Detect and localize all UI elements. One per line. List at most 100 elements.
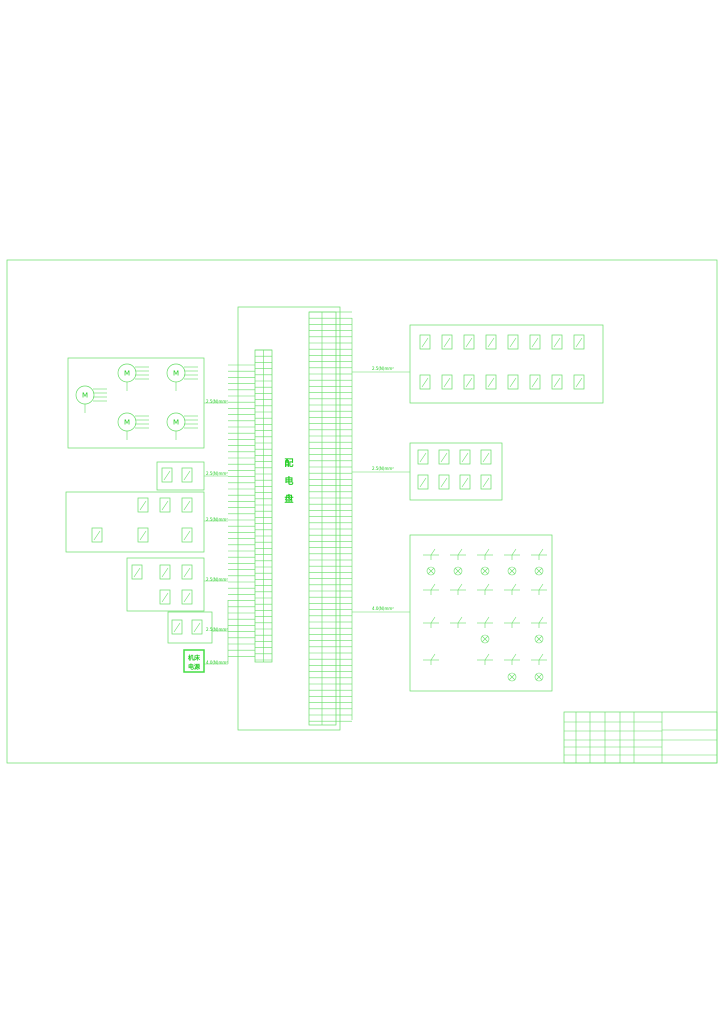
switch-symbol	[159, 564, 171, 580]
switch-panel	[126, 557, 205, 612]
lamp-symbol	[453, 566, 463, 576]
switch-blade	[465, 377, 473, 388]
switch-blade	[461, 477, 469, 488]
switch-blade	[487, 377, 495, 388]
switch-blade	[457, 548, 463, 556]
switch-blade	[419, 452, 427, 463]
switch-blade	[161, 592, 169, 603]
cable-label: 2.5(N)mm²	[206, 399, 228, 404]
switch-symbol	[131, 564, 143, 580]
cable-label: 4.0(N)mm²	[206, 660, 228, 665]
lamp-cross	[508, 673, 516, 681]
switch-blade	[443, 377, 451, 388]
switch-symbol	[438, 449, 450, 465]
switch-blade	[183, 470, 191, 481]
switch-symbol	[485, 374, 497, 390]
switch-panel	[167, 611, 213, 644]
switch-symbol	[438, 474, 450, 490]
switch-blade	[161, 500, 169, 511]
switch-blade	[553, 377, 561, 388]
switch-blade	[443, 337, 451, 348]
switch-blade	[461, 452, 469, 463]
switch-blade	[511, 583, 517, 591]
motor-letter: M	[173, 419, 179, 427]
switch-symbol	[507, 334, 519, 350]
switch-symbol	[551, 374, 563, 390]
device-panel	[409, 442, 503, 501]
switch-blade	[139, 500, 147, 511]
cable-label: 2.5(N)mm²	[206, 471, 228, 476]
switch-symbol	[181, 497, 193, 513]
switch-blade	[484, 616, 490, 624]
right-panels	[409, 324, 604, 692]
cable-label: 2.5(N)mm²	[372, 466, 394, 471]
lamp-symbol	[426, 566, 436, 576]
switch-blade	[430, 548, 436, 556]
lamp-symbol	[507, 672, 517, 682]
sheet-border	[6, 259, 718, 764]
sheet-frame	[6, 259, 718, 764]
switch-blade	[440, 477, 448, 488]
switch-blade	[538, 548, 544, 556]
board-outline	[237, 306, 341, 731]
switch-blade	[509, 377, 517, 388]
switch-blade	[531, 337, 539, 348]
switch-symbol	[181, 527, 193, 543]
switch-blade	[419, 477, 427, 488]
motor-letter: M	[124, 419, 130, 427]
switch-blade	[511, 616, 517, 624]
lamp-cross	[535, 673, 543, 681]
switch-symbol	[551, 334, 563, 350]
lamp-symbol	[507, 566, 517, 576]
power-label-2: 电源	[188, 663, 200, 671]
switch-blade	[575, 377, 583, 388]
machine-power-box	[183, 649, 205, 673]
lamp-symbol	[534, 672, 544, 682]
lamp-symbol	[534, 566, 544, 576]
switch-blade	[511, 548, 517, 556]
motor-letter: M	[173, 370, 179, 378]
switch-symbol	[181, 564, 193, 580]
switch-blade	[465, 337, 473, 348]
switch-symbol	[161, 467, 173, 483]
switch-symbol	[480, 474, 492, 490]
switch-blade	[487, 337, 495, 348]
switch-symbol	[137, 527, 149, 543]
switch-symbol	[191, 619, 203, 635]
switch-blade	[509, 337, 517, 348]
switch-blade	[457, 616, 463, 624]
switch-symbol	[485, 334, 497, 350]
switch-symbol	[181, 467, 193, 483]
switch-blade	[511, 653, 517, 661]
lamp-cross	[508, 567, 516, 575]
switch-symbol	[137, 497, 149, 513]
switch-blade	[575, 337, 583, 348]
cable-label: 4.0(N)mm²	[372, 606, 394, 611]
lamp-cross	[481, 567, 489, 575]
switch-blade	[93, 530, 101, 541]
switch-blade	[430, 616, 436, 624]
switch-symbol	[419, 374, 431, 390]
switch-panel	[65, 491, 205, 553]
switch-blade	[482, 452, 490, 463]
cable-label: 2.5(N)mm²	[206, 517, 228, 522]
title-block	[563, 711, 718, 764]
lamp-cross	[535, 567, 543, 575]
switch-blade	[183, 592, 191, 603]
lighting-panel	[409, 534, 553, 692]
switch-blade	[538, 616, 544, 624]
lamp-cross	[535, 635, 543, 643]
lamp-cross	[454, 567, 462, 575]
switch-blade	[183, 567, 191, 578]
switch-blade	[538, 583, 544, 591]
switch-symbol	[463, 374, 475, 390]
switch-blade	[173, 622, 181, 633]
switch-blade	[531, 377, 539, 388]
lamp-symbol	[480, 634, 490, 644]
switch-blade	[440, 452, 448, 463]
switch-blade	[484, 548, 490, 556]
lamp-cross	[481, 635, 489, 643]
switch-symbol	[507, 374, 519, 390]
